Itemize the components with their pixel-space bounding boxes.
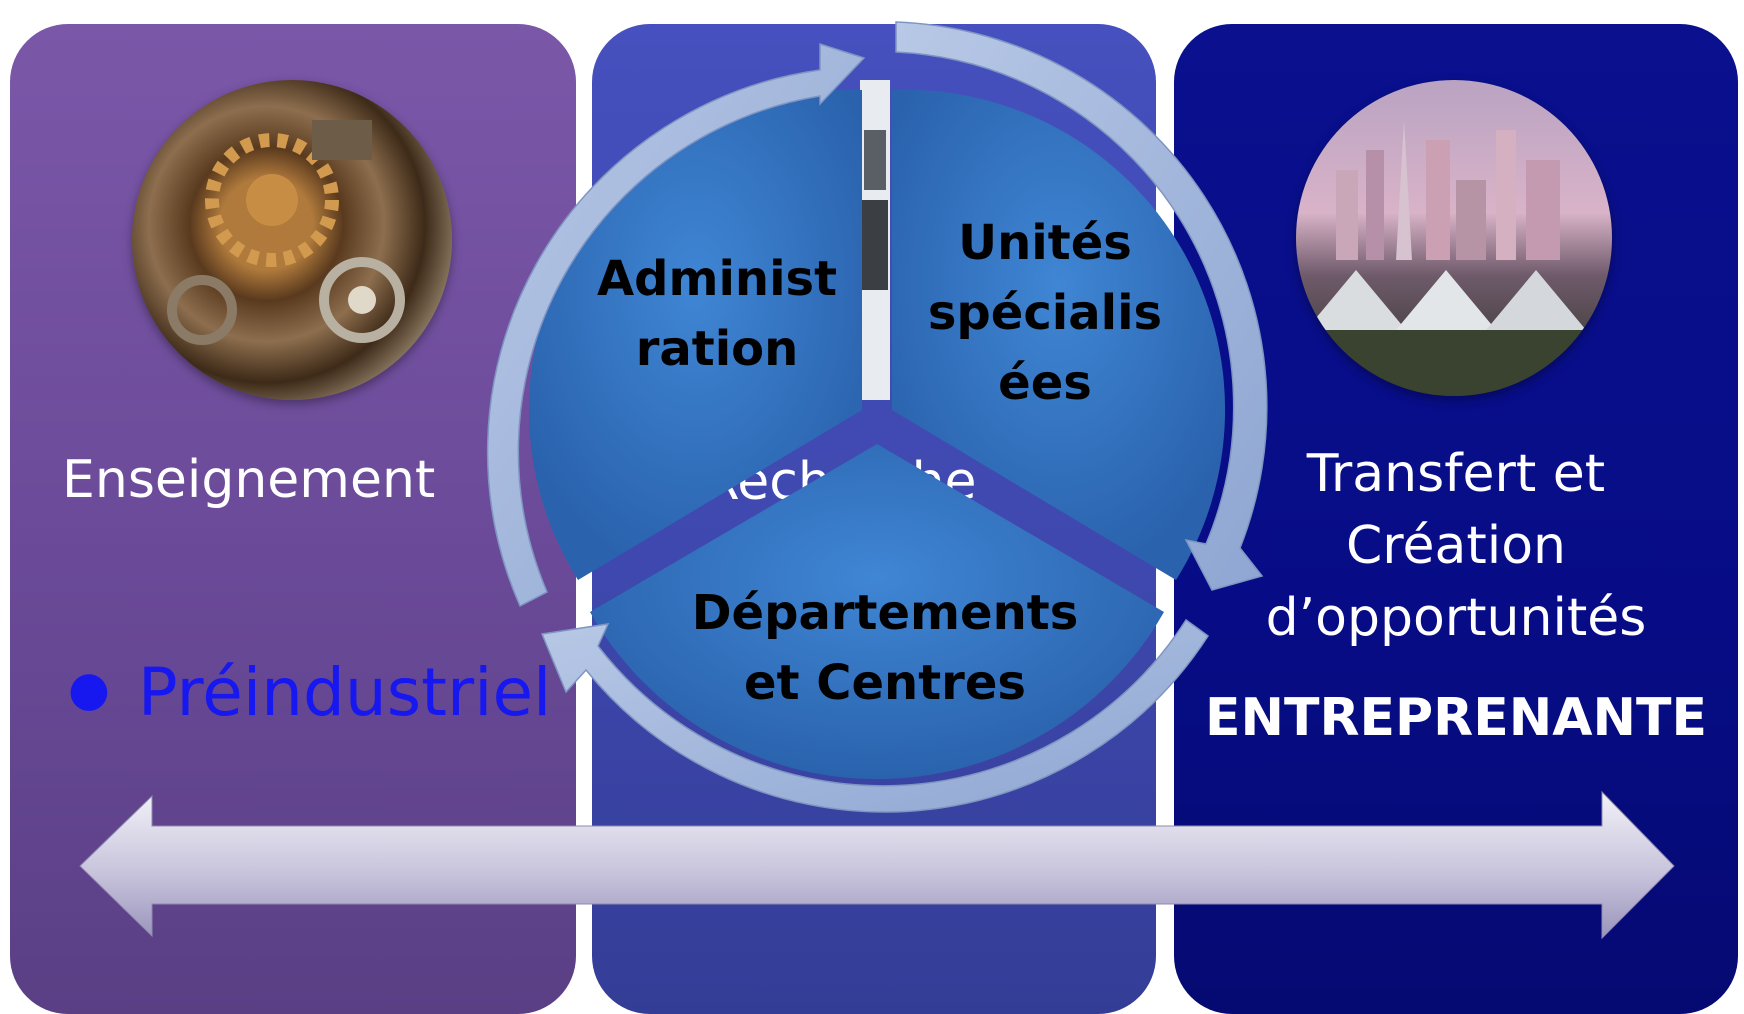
preindustriel-text: Préindustriel: [137, 654, 552, 731]
unites-label: Unités spécialis ées: [900, 208, 1190, 418]
cycle-diagram: [79, 21, 1675, 940]
transfert-line-1: Transfert et: [1306, 444, 1606, 504]
bullet-icon: ●: [68, 661, 110, 717]
unites-line-1: Unités: [958, 215, 1132, 271]
arrow-to-top-icon: [486, 42, 866, 608]
departements-segment[interactable]: [590, 444, 1164, 780]
unites-line-2: spécialis: [927, 285, 1163, 341]
transfert-label: Transfert et Création d’opportunités: [1236, 438, 1676, 654]
gears-photo: [132, 80, 452, 400]
city-photo: [1296, 80, 1612, 396]
administration-segment[interactable]: [528, 89, 862, 580]
cycle-arrows: [486, 21, 1268, 813]
departements-label: Départements et Centres: [680, 578, 1090, 718]
unites-line-3: ées: [998, 355, 1092, 411]
transfert-line-3: d’opportunités: [1265, 588, 1647, 648]
microscope-photo: [860, 80, 890, 400]
enseignement-label: Enseignement: [62, 450, 436, 510]
entreprenante-label: ENTREPRENANTE: [1204, 688, 1708, 748]
preindustriel-bullet: ● Préindustriel: [68, 654, 551, 731]
departements-line-2: et Centres: [744, 655, 1026, 711]
departements-line-1: Départements: [691, 585, 1079, 641]
transfert-line-2: Création: [1345, 516, 1566, 576]
arrow-to-right-icon: [895, 21, 1268, 591]
administration-line-2: ration: [635, 321, 799, 377]
unites-segment[interactable]: [892, 89, 1226, 580]
double-arrow-icon: [79, 790, 1675, 940]
administration-label: Administ ration: [572, 244, 862, 384]
arrow-to-left-icon: [540, 618, 1210, 813]
administration-line-1: Administ: [596, 251, 838, 307]
